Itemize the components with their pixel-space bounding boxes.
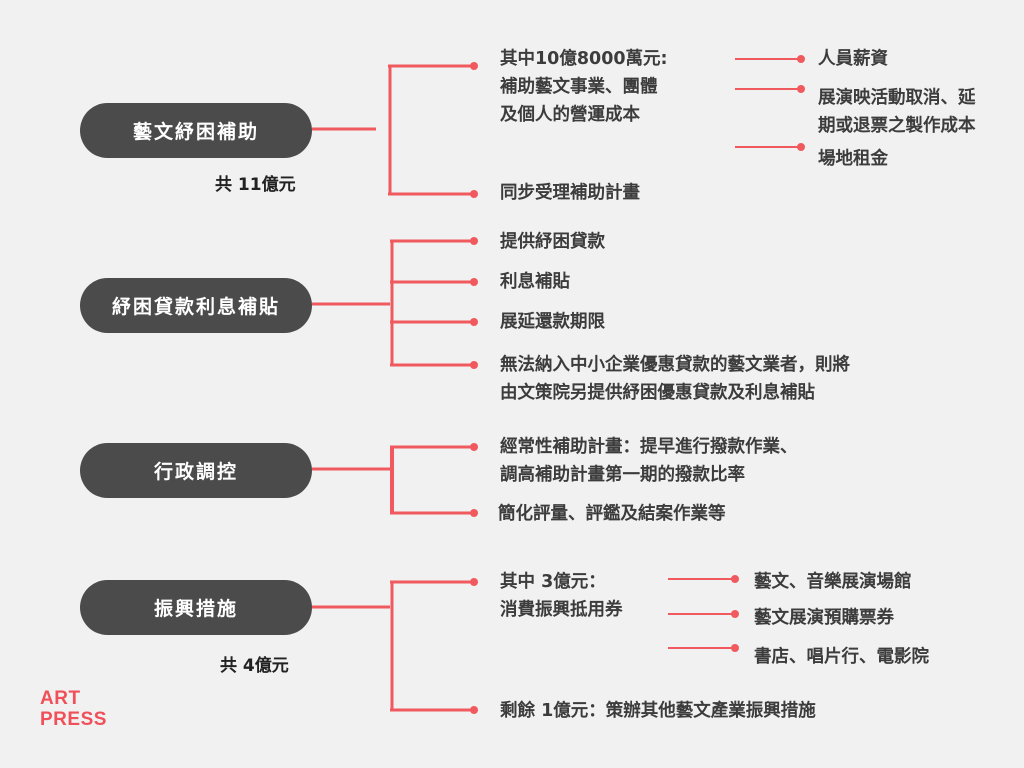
connector-dot xyxy=(470,278,478,286)
item-taicca-loans: 無法納入中小企業優惠貸款的藝文業者，則將 由文策院另提供紓困優惠貸款及利息補貼 xyxy=(500,351,850,407)
subitem-salaries: 人員薪資 xyxy=(818,45,888,73)
item-line: 及個人的營運成本 xyxy=(500,105,640,125)
item-interest-subsidy: 利息補貼 xyxy=(500,268,570,296)
item-line: 簡化評量、評鑑及結案作業等 xyxy=(498,504,726,524)
connector-dot xyxy=(731,610,739,618)
connector-dot xyxy=(470,706,478,714)
item-line: 補助藝文事業、團體 xyxy=(500,77,658,97)
item-repayment-extension: 展延還款期限 xyxy=(500,308,605,336)
item-line: 其中 3億元： xyxy=(500,572,606,592)
item-line: 場地租金 xyxy=(818,149,888,169)
item-early-payment: 經常性補助計畫：提早進行撥款作業、 調高補助計畫第一期的撥款比率 xyxy=(500,433,798,489)
connector-dot xyxy=(470,443,478,451)
item-sync-grants: 同步受理補助計畫 xyxy=(500,179,640,207)
item-line: 藝文、音樂展演場館 xyxy=(754,572,912,592)
connector-dot xyxy=(470,62,478,70)
connector-dot xyxy=(470,190,478,198)
connector-dot xyxy=(797,55,805,63)
item-line: 剩餘 1億元：策辦其他藝文產業振興措施 xyxy=(500,701,816,721)
subitem-venues: 藝文、音樂展演場館 xyxy=(754,568,912,596)
connector-dot xyxy=(797,85,805,93)
subitem-cancellation-costs: 展演映活動取消、延 期或退票之製作成本 xyxy=(818,84,976,140)
item-line: 同步受理補助計畫 xyxy=(500,183,640,203)
section-pill-admin-adjust: 行政調控 xyxy=(80,443,312,498)
item-line: 期或退票之製作成本 xyxy=(818,116,976,136)
item-line: 人員薪資 xyxy=(818,49,888,69)
item-line: 經常性補助計畫：提早進行撥款作業、 xyxy=(500,437,798,457)
subitem-venue-rent: 場地租金 xyxy=(818,145,888,173)
subitem-presale-tickets: 藝文展演預購票券 xyxy=(754,604,894,632)
item-simplify-review: 簡化評量、評鑑及結案作業等 xyxy=(498,500,726,528)
item-other-revival: 剩餘 1億元：策辦其他藝文產業振興措施 xyxy=(500,697,816,725)
section-total-arts-relief: 共 11億元 xyxy=(215,175,296,195)
item-line: 利息補貼 xyxy=(500,272,570,292)
item-line: 無法納入中小企業優惠貸款的藝文業者，則將 xyxy=(500,355,850,375)
connector-dot xyxy=(731,644,739,652)
item-line: 提供紓困貸款 xyxy=(500,232,605,252)
item-line: 書店、唱片行、電影院 xyxy=(754,647,929,667)
connector-dot xyxy=(470,509,478,517)
connector-dot xyxy=(731,575,739,583)
item-line: 調高補助計畫第一期的撥款比率 xyxy=(500,465,745,485)
item-line: 其中10億8000萬元: xyxy=(500,49,668,69)
logo-line: PRESS xyxy=(40,709,107,730)
item-line: 消費振興抵用券 xyxy=(500,600,623,620)
item-operating-costs: 其中10億8000萬元: 補助藝文事業、團體 及個人的營運成本 xyxy=(500,45,668,129)
connector-dot xyxy=(470,237,478,245)
connector-dot xyxy=(470,318,478,326)
section-pill-arts-relief: 藝文紓困補助 xyxy=(80,103,312,158)
section-pill-loan-interest: 紓困貸款利息補貼 xyxy=(80,278,312,333)
connector-dot xyxy=(470,578,478,586)
artpress-logo: ART PRESS xyxy=(40,688,107,730)
item-line: 藝文展演預購票券 xyxy=(754,608,894,628)
connector-dot xyxy=(797,143,805,151)
item-line: 展演映活動取消、延 xyxy=(818,88,976,108)
item-consumer-vouchers: 其中 3億元： 消費振興抵用券 xyxy=(500,568,623,624)
logo-line: ART xyxy=(40,688,81,709)
item-line: 由文策院另提供紓困優惠貸款及利息補貼 xyxy=(500,383,815,403)
item-relief-loans: 提供紓困貸款 xyxy=(500,228,605,256)
item-line: 展延還款期限 xyxy=(500,312,605,332)
section-total-revival: 共 4億元 xyxy=(220,656,289,676)
section-pill-revival: 振興措施 xyxy=(80,580,312,635)
subitem-bookstores-cinemas: 書店、唱片行、電影院 xyxy=(754,643,929,671)
connector-dot xyxy=(470,361,478,369)
